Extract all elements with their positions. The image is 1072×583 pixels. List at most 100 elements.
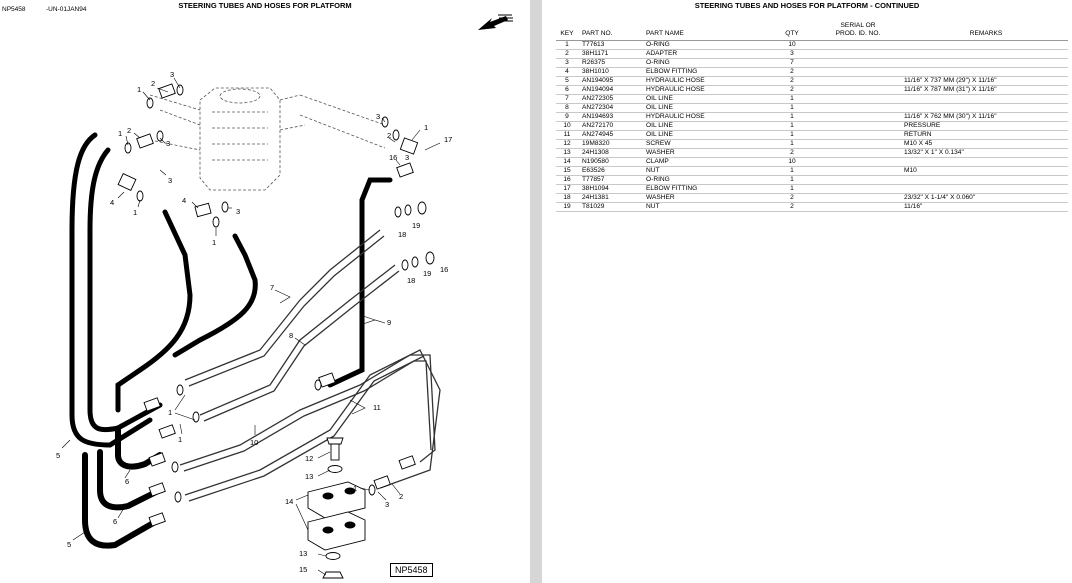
table-row: 13 24H1308 WASHER 2 13/32" X 1" X 0.134" (556, 149, 1068, 158)
page-gutter (530, 0, 542, 583)
cell-qty: 2 (790, 86, 794, 93)
cell-remarks: 23/32" X 1-1/4" X 0.060" (904, 194, 976, 201)
cell-qty: 2 (790, 68, 794, 75)
callout: 13 (305, 472, 313, 481)
callout: 1 (178, 435, 182, 444)
date-code: -UN-01JAN94 (46, 6, 87, 13)
cell-remarks (900, 185, 1068, 194)
figure-code: NP5458 (2, 6, 26, 13)
callout: 6 (125, 477, 129, 486)
cell-serial (816, 185, 900, 194)
cell-qty: 1 (790, 95, 794, 102)
cell-remarks (900, 176, 1068, 185)
cell-part-name: WASHER (646, 149, 675, 156)
callout: 5 (67, 540, 71, 549)
hydraulic-hoses (69, 132, 393, 549)
cell-part-no: 24H1308 (582, 149, 609, 156)
cell-key: 11 (563, 131, 571, 138)
callout: 1 (353, 484, 357, 493)
cell-remarks: 11/16" X 787 MM (31") X 11/16" (904, 86, 997, 93)
callout: 1 (168, 408, 172, 417)
cell-part-no: AN272170 (582, 122, 614, 129)
cell-part-no: AN272304 (582, 104, 614, 111)
cell-remarks (900, 104, 1068, 113)
cell-key: 18 (563, 194, 571, 201)
cell-qty: 1 (790, 113, 794, 120)
cell-remarks (900, 59, 1068, 68)
steering-valve-icon (149, 87, 386, 191)
cell-serial (816, 95, 900, 104)
cell-part-name: HYDRAULIC HOSE (646, 113, 705, 120)
cell-remarks: RETURN (904, 131, 932, 138)
header-qty: QTY (785, 30, 799, 37)
cell-part-no: 19M8320 (582, 140, 610, 147)
cell-key: 13 (563, 149, 571, 156)
leader-lines (61, 77, 441, 576)
cell-part-no: E63526 (582, 167, 605, 174)
cell-part-name: ELBOW FITTING (646, 185, 698, 192)
callout: 2 (387, 131, 391, 140)
callout: 16 (440, 265, 448, 274)
page-title: STEERING TUBES AND HOSES FOR PLATFORM (178, 1, 352, 10)
callout: 4 (182, 196, 186, 205)
cell-part-name: HYDRAULIC HOSE (646, 86, 705, 93)
cell-serial (816, 158, 900, 167)
callout: 3 (166, 139, 170, 148)
cell-remarks (900, 68, 1068, 77)
callout: 2 (127, 126, 131, 135)
cell-serial (816, 113, 900, 122)
callout: 1 (118, 129, 122, 138)
cell-remarks: 13/32" X 1" X 0.134" (904, 149, 964, 156)
callout: 16 (389, 153, 397, 162)
header-part-no: PART NO. (582, 30, 613, 37)
cell-qty: 10 (788, 158, 796, 165)
cell-part-name: NUT (646, 203, 660, 210)
cell-qty: 1 (790, 104, 794, 111)
cell-remarks (900, 158, 1068, 167)
callout: 3 (236, 207, 240, 216)
callout: 10 (250, 438, 258, 447)
cell-qty: 2 (790, 149, 794, 156)
callout: 11 (373, 403, 381, 412)
callout: 19 (412, 221, 420, 230)
cell-remarks: M10 X 45 (904, 140, 933, 147)
callout: 6 (113, 517, 117, 526)
header-part-name: PART NAME (646, 30, 684, 37)
header-serial-line2: PROD. ID. NO. (835, 30, 881, 37)
callout: 1 (424, 123, 428, 132)
cell-part-no: 24H1381 (582, 194, 609, 201)
cell-part-name: ELBOW FITTING (646, 68, 698, 75)
cell-serial (816, 104, 900, 113)
cell-part-no: 38H1010 (582, 68, 609, 75)
cell-remarks (900, 41, 1068, 50)
cell-serial (816, 176, 900, 185)
cell-qty: 1 (790, 140, 794, 147)
cell-part-no: T77613 (582, 41, 605, 48)
callout: 3 (170, 70, 174, 79)
callout: 1 (133, 208, 137, 217)
cell-qty: 1 (790, 185, 794, 192)
cell-serial (816, 68, 900, 77)
cell-serial (816, 140, 900, 149)
callout: 3 (385, 500, 389, 509)
callout: 14 (285, 497, 293, 506)
cell-remarks (900, 50, 1068, 59)
clamp-assembly (307, 437, 366, 579)
cell-serial (816, 41, 900, 50)
cell-key: 12 (563, 140, 571, 147)
cell-part-no: T77857 (582, 176, 605, 183)
